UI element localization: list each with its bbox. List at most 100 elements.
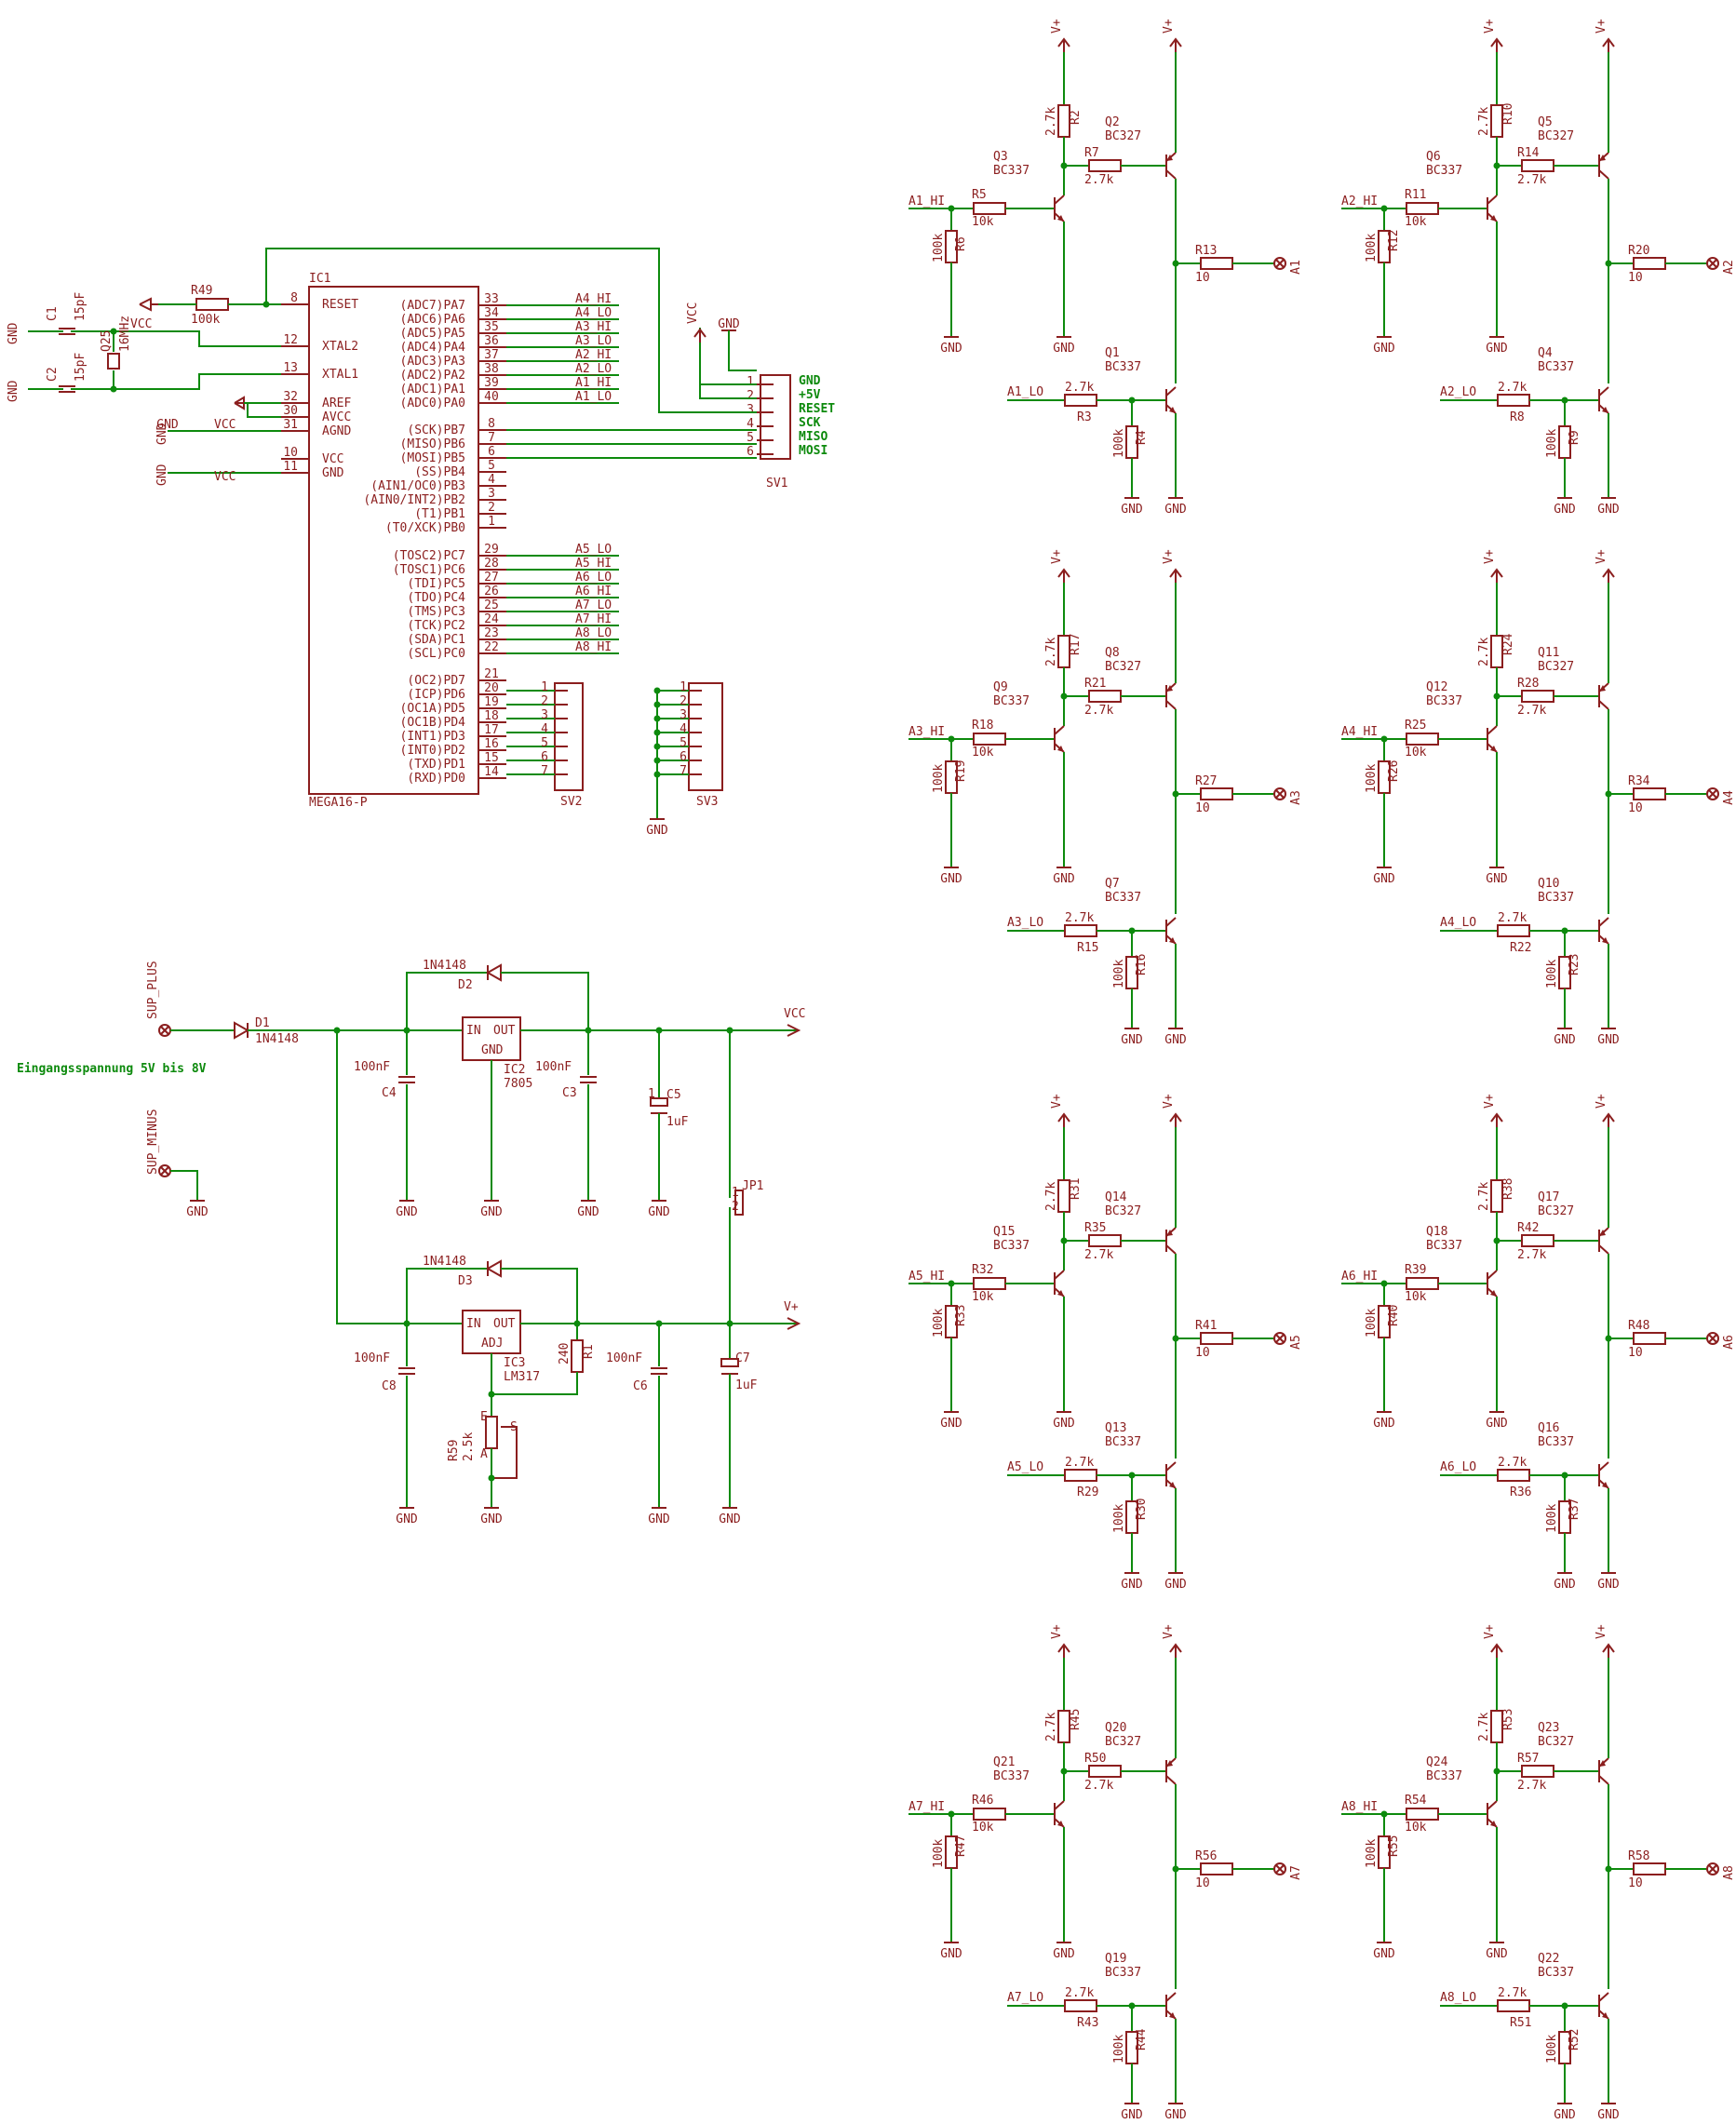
component-value: 2.7k [1477,107,1491,136]
mcu-pin-number: 31 [283,418,298,432]
component-ref: R45 [1069,1709,1083,1730]
npn-transistor [1054,1800,1065,1810]
wire [406,972,488,1030]
mcu-pin-name: (ICP)PD6 [407,688,465,702]
npn-transistor [1598,1461,1609,1472]
component-ref: R41 [1195,1319,1217,1333]
net-label: A7_LO [1007,1991,1043,2005]
ground-label: GND [1121,2108,1143,2122]
ic2-body [462,1016,521,1061]
lo-resistor [1497,1999,1530,2012]
sv2-body [554,682,584,791]
component-ref: R34 [1628,774,1650,788]
ground-label: GND [1121,1033,1143,1047]
supply-label: V+ [1050,1624,1064,1639]
mcu-pin-name: (SS)PB4 [414,465,465,479]
connector-pad [1708,1864,1717,1874]
d1-symbol [234,1021,250,1040]
component-ref: IC3 [504,1356,525,1370]
input-resistor [973,1277,1006,1290]
component-ref: R46 [972,1794,993,1808]
mcu-pin-name: AVCC [322,410,351,424]
net-label: A6_LO [1440,1460,1476,1474]
supply-label: V+ [1595,549,1608,564]
component-ref: Q18 [1426,1225,1447,1239]
component-value: 2.7k [1477,1713,1491,1741]
mcu-pin-name: RESET [322,298,358,312]
component-value: 2.7k [1084,1248,1113,1262]
pnp-transistor-arrow [1599,1760,1606,1767]
connector-pad [1708,259,1717,268]
ground-label: GND [1597,2108,1620,2122]
net-label: VCC [214,470,236,484]
component-value: 2.7k [1065,1456,1094,1470]
junction-dot [653,771,661,778]
component-value: BC337 [1426,164,1462,178]
header-pin-number: 2 [680,694,687,708]
net-label: A1_LO [1007,385,1043,399]
output-label: A7 [1289,1865,1303,1880]
component-value: 100k [1545,2035,1559,2064]
mcu-pin-name: (ADC7)PA7 [400,299,465,313]
base-resistor [1521,1234,1554,1247]
ground-label: GND [480,1512,503,1526]
supply-label: V+ [1162,1624,1176,1639]
mcu-pin-name: (AIN1/OC0)PB3 [370,479,465,493]
net-label: A2_LO [1440,385,1476,399]
ground-label: GND [940,342,962,356]
component-ref: Q1 [1105,346,1120,360]
net-label: A8_LO [1440,1991,1476,2005]
mcu-pin-number: 33 [484,292,499,306]
component-value: 10k [972,1821,994,1835]
mcu-pin-name: (ADC3)PA3 [400,355,465,369]
component-value: 15pF [74,292,87,321]
r49-symbol [195,298,229,311]
npn-transistor-arrow [1602,2012,1608,2019]
output-resistor [1200,257,1233,270]
ground-label: GND [1053,1947,1075,1961]
lo-resistor [1064,924,1097,937]
net-label: A3_HI [908,725,945,739]
header-pin-number: 6 [680,750,687,764]
mcu-pin-number: 30 [283,404,298,418]
ground-label: GND [1164,503,1187,517]
junction-dot [653,743,661,750]
c7-symbol [720,1358,739,1367]
mcu-pin-number: 16 [484,737,499,751]
vcc-arrow [139,297,152,312]
component-value: 1N4148 [255,1032,299,1046]
mcu-pin-number: 26 [484,585,499,598]
wire [491,1372,578,1395]
wire [406,1268,488,1324]
connector-pad [1273,257,1286,270]
pnp-transistor [1165,1244,1177,1255]
output-label: A3 [1289,790,1303,805]
ground-label: GND [1121,503,1143,517]
pnp-transistor-arrow [1599,155,1606,161]
component-ref: R23 [1568,954,1581,975]
npn-transistor-arrow [1057,1290,1064,1297]
npn-transistor [1487,1800,1498,1810]
junction-dot [488,1474,495,1482]
wire [170,1170,198,1201]
ground-label: GND [577,1205,599,1219]
ground-label: GND [155,464,169,486]
mcu-pin-number: 18 [484,709,499,723]
pot-wiper [491,1426,518,1479]
component-ref: Q21 [993,1755,1015,1769]
net-label: A1_LO [575,390,612,404]
ground-label: GND [396,1205,418,1219]
net-label: A3_HI [575,320,612,334]
ground-label: GND [186,1205,209,1219]
pnp-transistor [1165,1775,1177,1785]
output-label: A5 [1289,1335,1303,1350]
output-resistor [1200,787,1233,800]
header-pin-number: 3 [541,708,548,722]
component-ref: C3 [562,1086,577,1100]
npn-transistor-arrow [1490,746,1497,752]
pot-pin: A [480,1447,488,1461]
component-ref: Q12 [1426,680,1447,694]
component-ref: Q10 [1538,877,1559,891]
lo-resistor [1497,394,1530,407]
component-ref: R32 [972,1263,993,1277]
